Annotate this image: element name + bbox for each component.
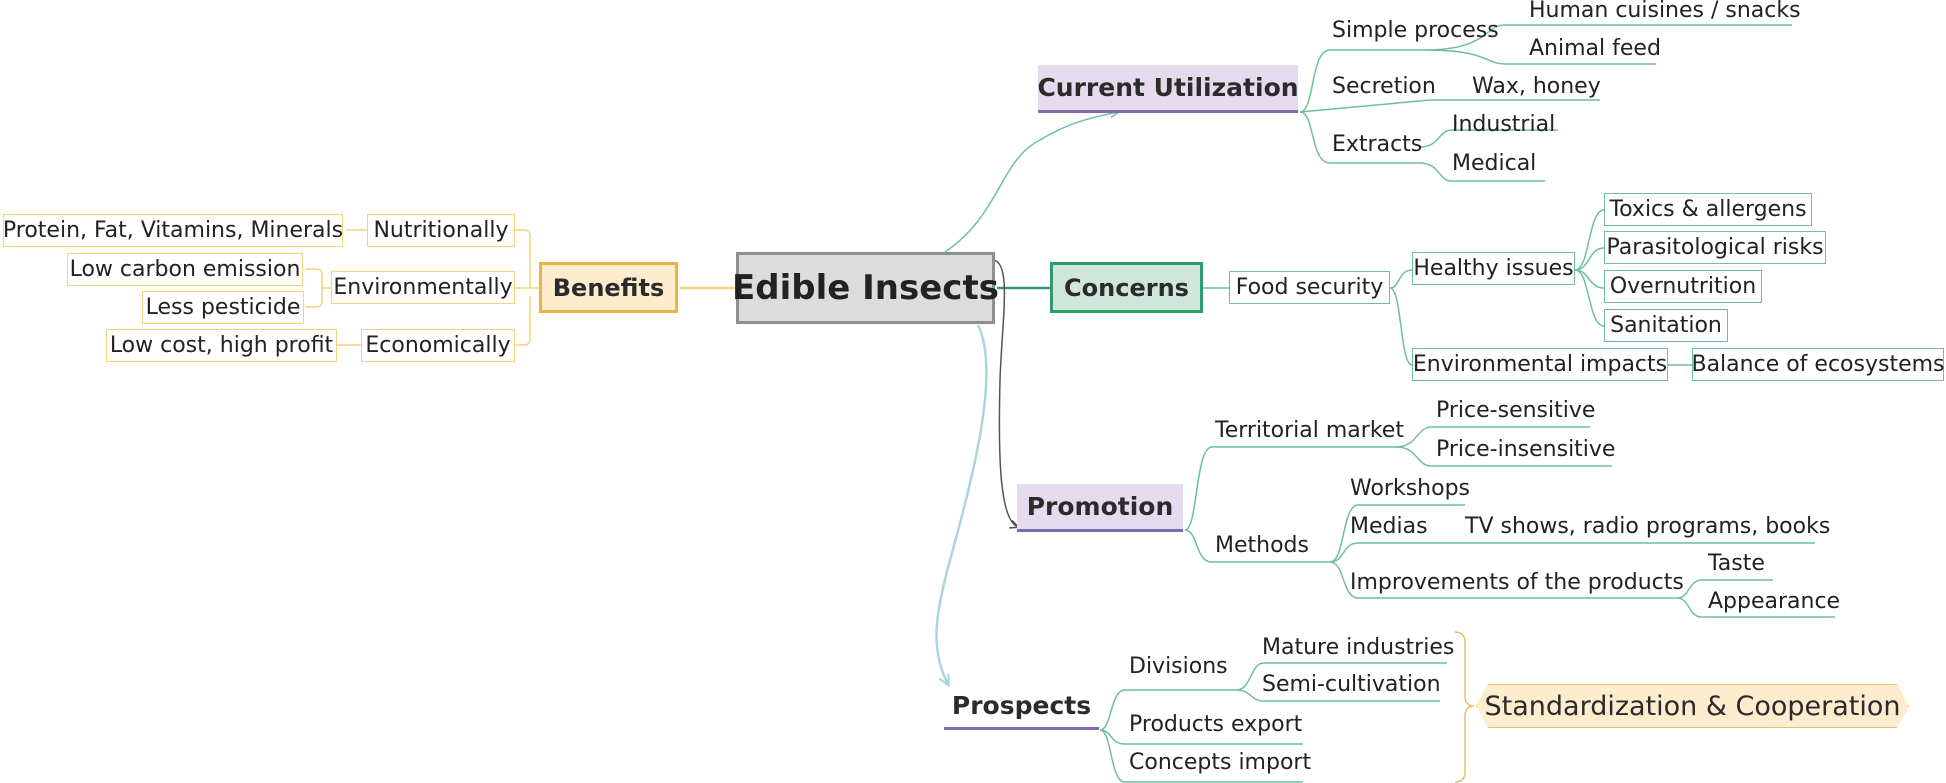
territorial-market-label[interactable]: Territorial market: [1215, 418, 1404, 443]
tv-shows-label[interactable]: TV shows, radio programs, books: [1465, 514, 1831, 539]
improvements-label[interactable]: Improvements of the products: [1350, 570, 1684, 595]
less-pesticide-node[interactable]: Less pesticide: [142, 291, 304, 324]
balance-ecosystems-node[interactable]: Balance of ecosystems: [1691, 348, 1945, 381]
industrial-label[interactable]: Industrial: [1452, 112, 1556, 137]
semi-cultivation-label[interactable]: Semi-cultivation: [1262, 672, 1441, 697]
concerns-topic[interactable]: Concerns: [1050, 262, 1203, 313]
benefits-topic[interactable]: Benefits: [539, 262, 678, 313]
parasitological-node[interactable]: Parasitological risks: [1604, 231, 1826, 264]
standardization-node[interactable]: Standardization & Cooperation: [1476, 684, 1909, 728]
secretion-label[interactable]: Secretion: [1332, 74, 1436, 99]
mature-industries-label[interactable]: Mature industries: [1262, 635, 1455, 660]
overnutrition-node[interactable]: Overnutrition: [1604, 270, 1762, 303]
healthy-issues-node[interactable]: Healthy issues: [1412, 252, 1575, 285]
concepts-import-label[interactable]: Concepts import: [1129, 750, 1312, 775]
toxics-node[interactable]: Toxics & allergens: [1604, 193, 1812, 226]
environmentally-node[interactable]: Environmentally: [331, 271, 515, 304]
divisions-label[interactable]: Divisions: [1129, 654, 1228, 679]
methods-label[interactable]: Methods: [1215, 533, 1309, 558]
sanitation-node[interactable]: Sanitation: [1604, 309, 1728, 342]
food-security-node[interactable]: Food security: [1229, 271, 1390, 304]
promotion-topic[interactable]: Promotion: [1017, 484, 1183, 532]
taste-label[interactable]: Taste: [1708, 551, 1765, 576]
animal-feed-label[interactable]: Animal feed: [1529, 36, 1661, 61]
nutrients-node[interactable]: Protein, Fat, Vitamins, Minerals: [3, 214, 343, 247]
central-topic[interactable]: Edible Insects: [732, 252, 999, 324]
current-utilization-topic[interactable]: Current Utilization: [1037, 65, 1299, 113]
nutritionally-node[interactable]: Nutritionally: [367, 214, 515, 247]
low-carbon-node[interactable]: Low carbon emission: [67, 253, 303, 286]
price-insensitive-label[interactable]: Price-insensitive: [1436, 437, 1616, 462]
medias-label[interactable]: Medias: [1350, 514, 1428, 539]
simple-process-label[interactable]: Simple process: [1332, 18, 1499, 43]
products-export-label[interactable]: Products export: [1129, 712, 1303, 737]
low-cost-node[interactable]: Low cost, high profit: [106, 329, 337, 362]
environmental-impacts-node[interactable]: Environmental impacts: [1412, 348, 1668, 381]
workshops-label[interactable]: Workshops: [1350, 476, 1471, 501]
extracts-label[interactable]: Extracts: [1332, 132, 1423, 157]
economically-node[interactable]: Economically: [361, 329, 515, 362]
medical-label[interactable]: Medical: [1452, 151, 1537, 176]
human-cuisines-label[interactable]: Human cuisines / snacks: [1529, 0, 1801, 23]
appearance-label[interactable]: Appearance: [1708, 589, 1841, 614]
wax-honey-label[interactable]: Wax, honey: [1472, 74, 1601, 99]
prospects-topic[interactable]: Prospects: [944, 684, 1099, 730]
price-sensitive-label[interactable]: Price-sensitive: [1436, 398, 1596, 423]
